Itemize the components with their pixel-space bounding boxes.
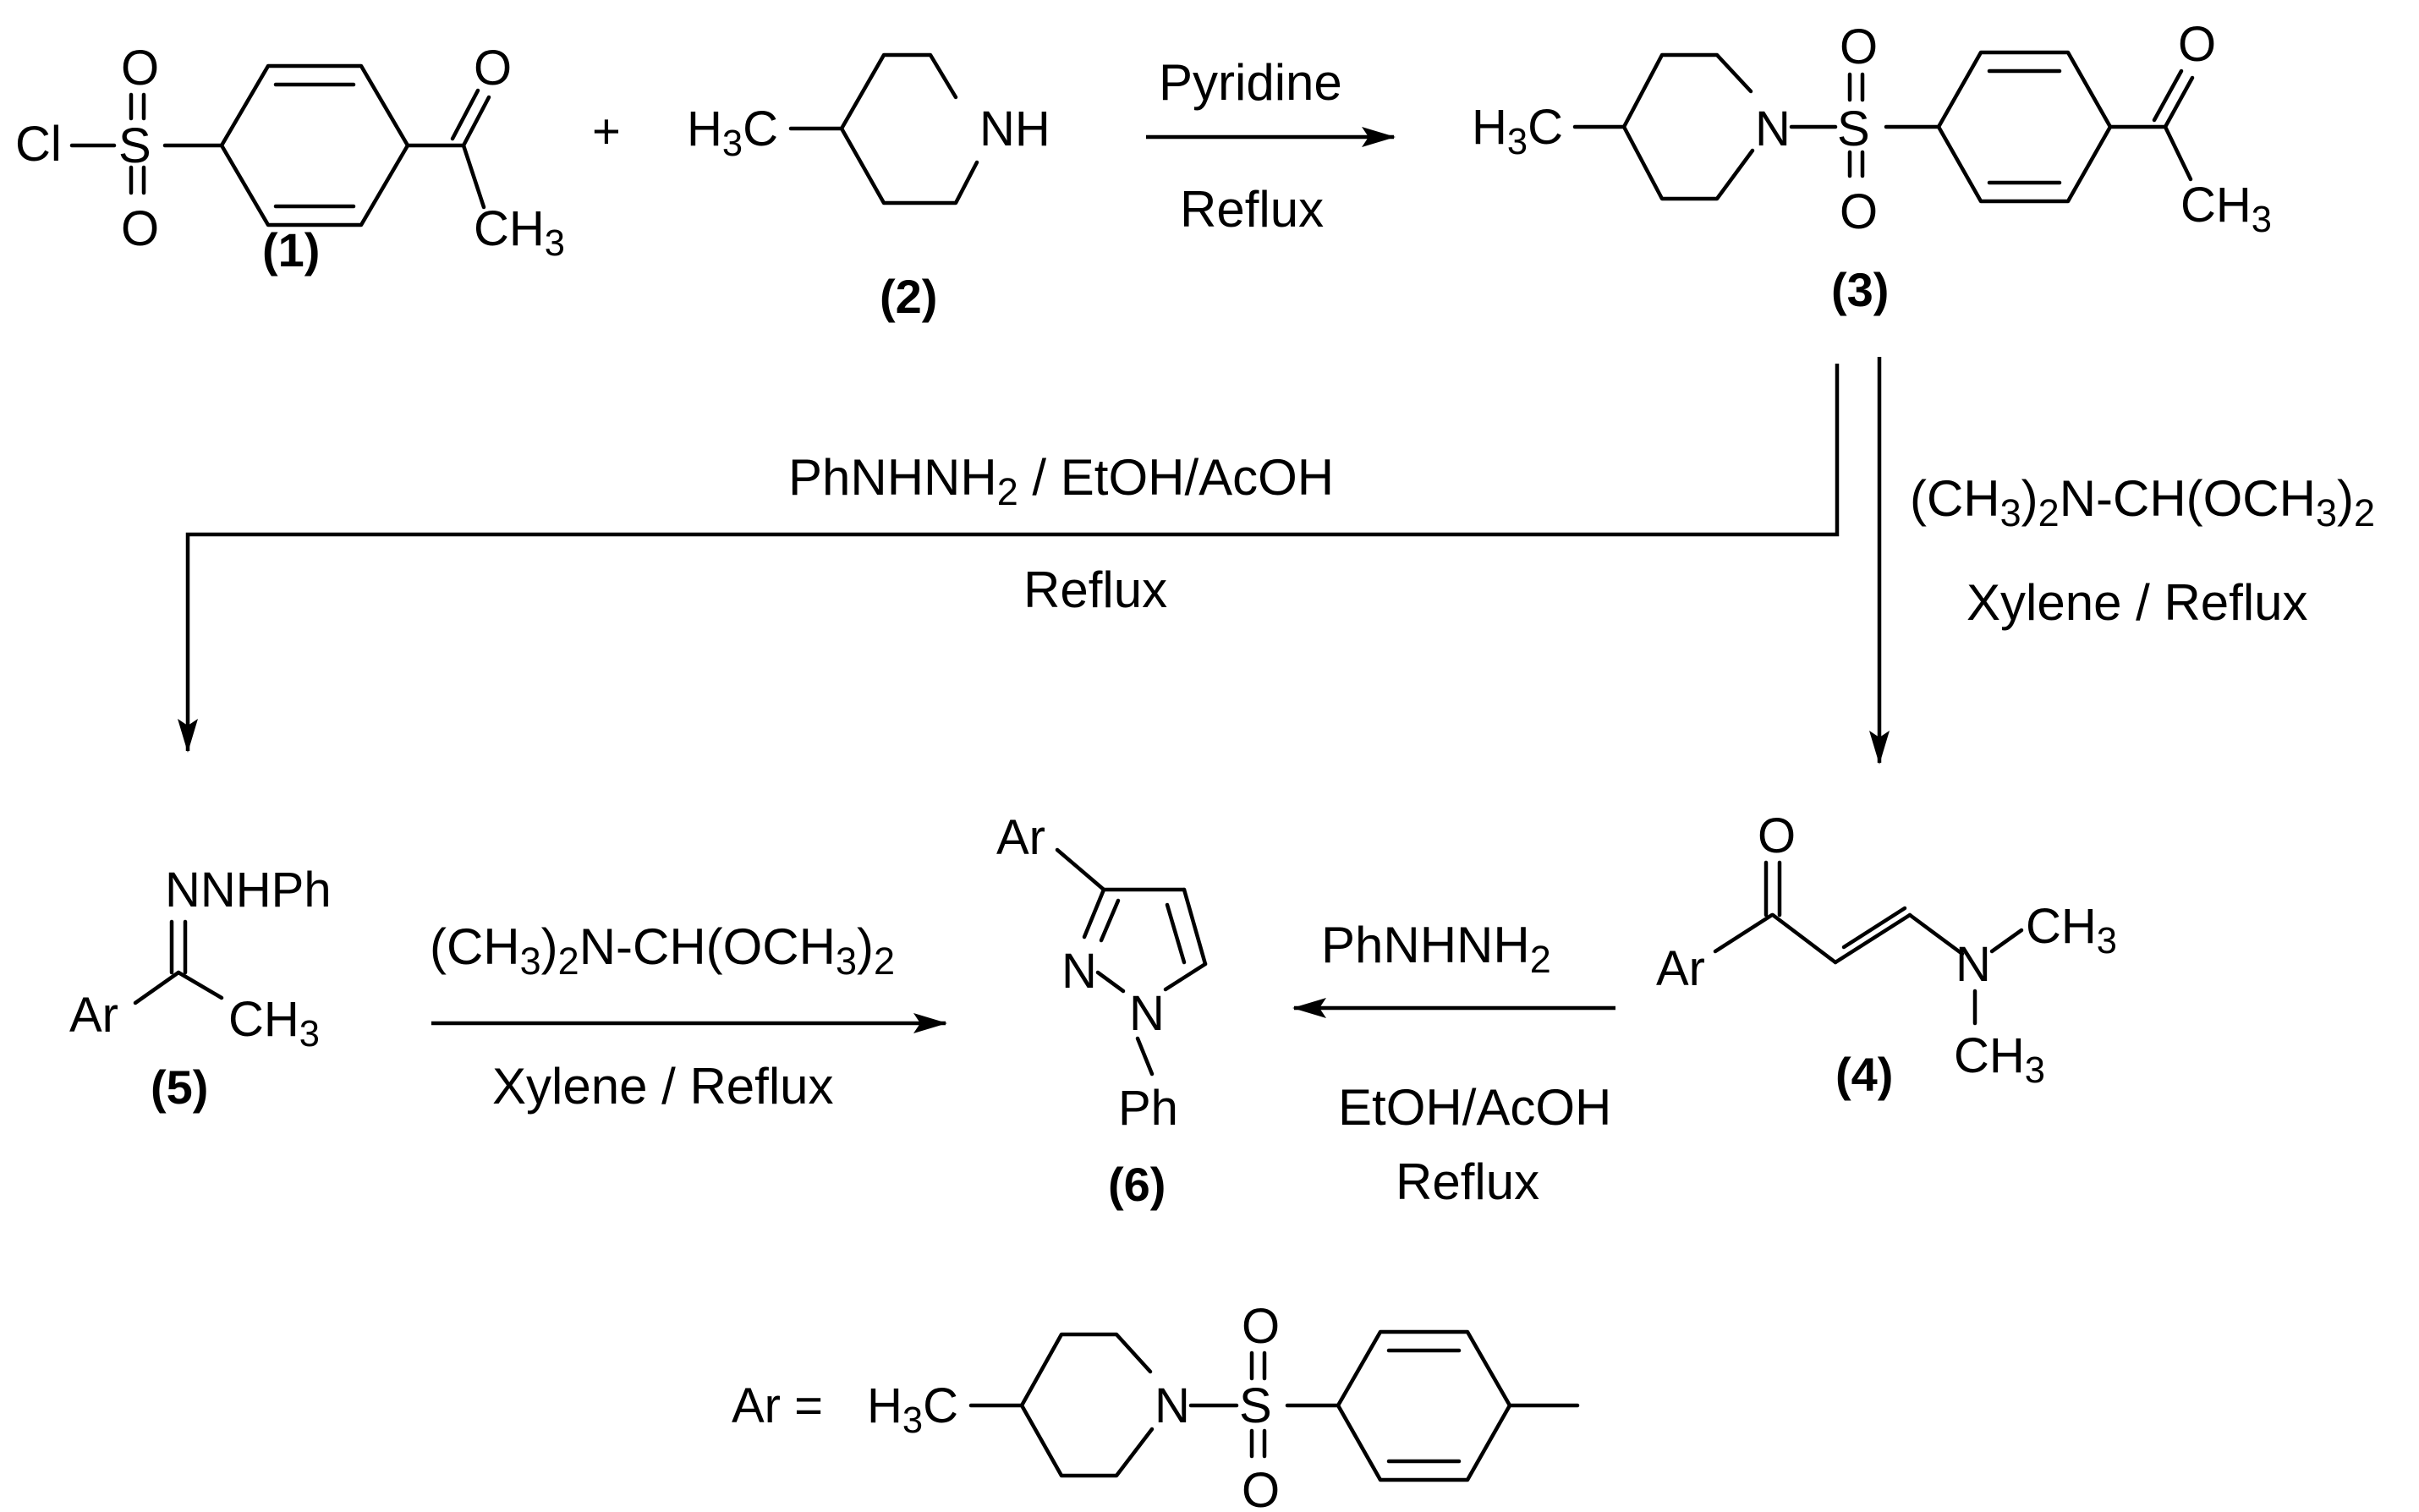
atom-h3c: H3C [1472, 100, 1563, 162]
step-5-to-6-condition: Xylene / Reflux [492, 1058, 834, 1115]
step-3-to-4-condition: Xylene / Reflux [1966, 574, 2308, 631]
step-1-arrow: Pyridine Reflux [1146, 54, 1396, 238]
atom-h3c: H3C [867, 1378, 958, 1441]
atom-o-top: O [121, 41, 159, 96]
atom-o-top: O [1242, 1299, 1280, 1354]
atom-h3c: H3C [687, 101, 778, 164]
atom-n2: N [1061, 944, 1097, 999]
atom-ch3-bottom: CH3 [1954, 1028, 2045, 1091]
compound-5: NNHPh Ar CH3 (5) [69, 863, 332, 1114]
step-5-to-6-reagent: (CH3)2N-CH(OCH3)2 [430, 918, 895, 983]
step-3-to-5-arrow: PhNHNH2 / EtOH/AcOH Reflux [178, 364, 1840, 753]
step-4-to-6-condition: Reflux [1396, 1153, 1539, 1210]
atom-o-top: O [1840, 19, 1878, 74]
atom-s: S [1837, 101, 1870, 156]
compound-2-label: (2) [880, 270, 937, 323]
step-1-condition: Reflux [1180, 181, 1324, 238]
compound-2: H3C NH (2) [687, 52, 1050, 323]
plus-sign: + [592, 104, 621, 159]
atom-n: N [1755, 101, 1791, 156]
step-4-to-6-solvent: EtOH/AcOH [1338, 1079, 1611, 1136]
atom-o: O [1758, 808, 1796, 863]
atom-o-ketone: O [474, 41, 512, 96]
step-4-to-6-reagent: PhNHNH2 [1321, 917, 1551, 981]
atom-o-ketone: O [2178, 17, 2216, 72]
ar-definition: Ar = H3C N S O O [732, 1299, 1580, 1512]
step-3-to-4-reagent: (CH3)2N-CH(OCH3)2 [1910, 470, 2375, 534]
atom-ar: Ar [996, 810, 1045, 865]
atom-ch3: CH3 [2180, 178, 2272, 240]
step-3-to-5-condition: Reflux [1023, 562, 1167, 618]
atom-n: N [1155, 1378, 1190, 1433]
compound-4: Ar O N CH3 CH3 (4) [1656, 808, 2117, 1101]
atom-n: N [1955, 937, 1991, 992]
compound-3-label: (3) [1831, 263, 1889, 316]
compound-4-label: (4) [1835, 1048, 1893, 1101]
step-3-to-5-reagent: PhNHNH2 / EtOH/AcOH [788, 449, 1334, 513]
atom-n1: N [1129, 986, 1165, 1041]
atom-o-bottom: O [1242, 1463, 1280, 1512]
compound-1-label: (1) [262, 223, 320, 277]
atom-o-bottom: O [1840, 184, 1878, 239]
step-5-to-6-arrow: (CH3)2N-CH(OCH3)2 Xylene / Reflux [430, 918, 947, 1115]
atom-s: S [118, 118, 151, 173]
step-3-to-4-arrow: (CH3)2N-CH(OCH3)2 Xylene / Reflux [1869, 357, 2375, 764]
ar-definition-prefix: Ar = [732, 1378, 823, 1433]
step-4-to-6-arrow: PhNHNH2 EtOH/AcOH Reflux [1292, 917, 1615, 1210]
compound-5-label: (5) [151, 1060, 208, 1114]
atom-ar: Ar [69, 988, 118, 1043]
atom-ch3: CH3 [228, 992, 320, 1055]
atom-ch3-top: CH3 [2026, 899, 2117, 961]
atom-ph: Ph [1118, 1081, 1178, 1136]
compound-6: Ar N N Ph (6) [996, 810, 1208, 1211]
atom-cl: Cl [15, 117, 62, 172]
atom-ch3: CH3 [474, 201, 565, 264]
compound-1: Cl S O O O CH3 (1) [15, 41, 565, 277]
atom-nh: NH [979, 101, 1050, 156]
compound-6-label: (6) [1108, 1158, 1166, 1211]
atom-s: S [1239, 1378, 1272, 1433]
step-1-reagent: Pyridine [1159, 54, 1342, 111]
compound-3: H3C N S O O O CH3 (3) [1472, 17, 2272, 316]
atom-ar: Ar [1656, 941, 1705, 996]
atom-o-bottom: O [121, 201, 159, 256]
atom-nnhph: NNHPh [165, 863, 332, 918]
